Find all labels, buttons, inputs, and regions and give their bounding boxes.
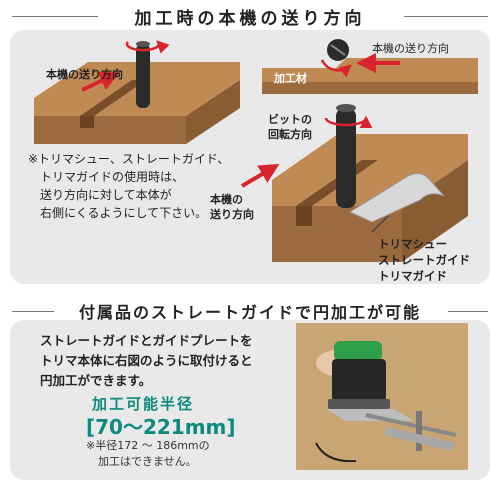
wood-block-left bbox=[34, 62, 240, 144]
section1-title: 加工時の本機の送り方向 bbox=[134, 9, 366, 29]
section2-title: 付属品のストレートガイドで円加工が可能 bbox=[78, 303, 421, 322]
label-bit-rotation-line2: 回転方向 bbox=[268, 128, 312, 141]
feed-arrow-left bbox=[81, 71, 120, 92]
router-photo-drawing bbox=[296, 323, 468, 470]
guide-label-shoe: トリマシュー bbox=[378, 237, 447, 251]
bit-main bbox=[324, 104, 373, 208]
label-main-feed-line2: 送り方向 bbox=[210, 208, 254, 221]
label-feed-right: 本機の送り方向 bbox=[372, 42, 449, 55]
guide-leader-line bbox=[371, 215, 389, 233]
bit-left bbox=[125, 40, 170, 108]
guide-labels: トリマシュー ストレートガイド トリマガイド bbox=[378, 236, 470, 284]
range-label: 加工可能半径 bbox=[92, 395, 195, 413]
note-block: ※トリマシュー、ストレートガイド、 トリマガイドの使用時は、 送り方向に対して本… bbox=[28, 150, 229, 222]
guide-label-straight: ストレートガイド bbox=[378, 253, 470, 267]
router-photo bbox=[296, 323, 468, 470]
feed-arrow-main bbox=[240, 163, 280, 188]
description-block: ストレートガイドとガイドプレートを トリマ本体に右図のように取付けると 円加工が… bbox=[40, 331, 253, 391]
description-line-3: 円加工ができます。 bbox=[40, 373, 152, 388]
wood-block-main bbox=[272, 134, 468, 262]
label-main-feed-line1: 本機の bbox=[210, 193, 243, 206]
label-bit-rotation-line1: ビットの bbox=[268, 113, 312, 126]
note-line-3: 送り方向に対して本体が bbox=[40, 188, 172, 202]
range-value: [70〜221mm] bbox=[86, 415, 236, 439]
title-rule-left bbox=[12, 16, 98, 17]
note-line-4: 右側にくるようにして下さい。 bbox=[40, 206, 208, 220]
title-rule-right-2 bbox=[448, 311, 488, 312]
label-bit-rotation: ビットの 回転方向 bbox=[268, 112, 312, 142]
description-line-1: ストレートガイドとガイドプレートを bbox=[40, 333, 253, 348]
range-note: ※半径172 〜 186mmの 加工はできません。 bbox=[86, 438, 210, 470]
guide-label-trimmer: トリマガイド bbox=[378, 269, 447, 283]
range-note-line-2: 加工はできません。 bbox=[98, 455, 197, 468]
title-rule-right bbox=[404, 16, 488, 17]
title-rule-left-2 bbox=[12, 311, 54, 312]
note-line-1: ※トリマシュー、ストレートガイド、 bbox=[28, 152, 230, 166]
label-main-feed: 本機の 送り方向 bbox=[210, 192, 254, 222]
label-workpiece: 加工材 bbox=[274, 72, 307, 85]
description-line-2: トリマ本体に右図のように取付けると bbox=[40, 353, 253, 368]
note-line-2: トリマガイドの使用時は、 bbox=[40, 170, 185, 184]
label-feed-left: 本機の送り方向 bbox=[46, 68, 123, 81]
range-note-line-1: ※半径172 〜 186mmの bbox=[86, 439, 210, 452]
